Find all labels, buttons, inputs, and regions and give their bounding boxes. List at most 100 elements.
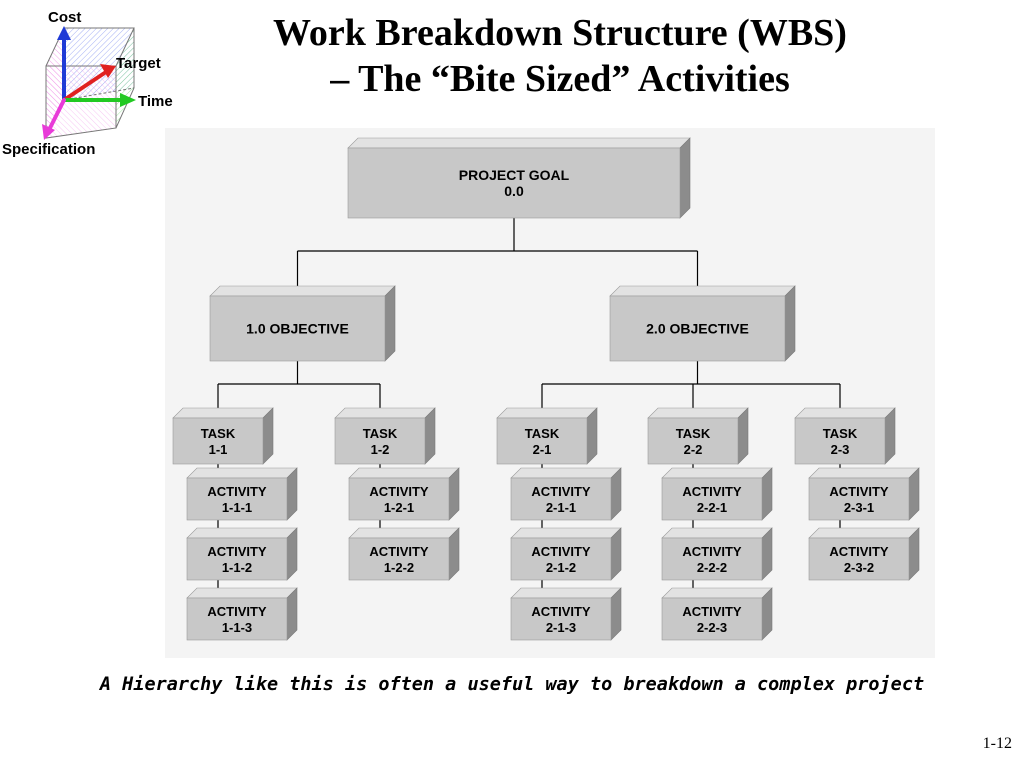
box-top-face bbox=[186, 527, 298, 539]
box-front-face bbox=[496, 417, 588, 465]
box-side-face bbox=[784, 285, 796, 362]
box-label-line-1: ACTIVITY bbox=[531, 604, 591, 619]
box-label-line-2: 1-2 bbox=[371, 442, 390, 457]
box-label-line-1: TASK bbox=[363, 426, 398, 441]
box-label-line-1: ACTIVITY bbox=[829, 484, 889, 499]
box-label-line-2: 2-1-2 bbox=[546, 560, 576, 575]
box-label: 1.0 OBJECTIVE bbox=[246, 321, 349, 337]
box-label-line-1: TASK bbox=[823, 426, 858, 441]
cost-label: Cost bbox=[48, 9, 82, 26]
box-front-face bbox=[172, 417, 264, 465]
box-front-face bbox=[808, 477, 910, 521]
box-label-line-1: ACTIVITY bbox=[682, 544, 742, 559]
box-label-line-1: ACTIVITY bbox=[531, 484, 591, 499]
box-label-line-2: 1-1-2 bbox=[222, 560, 252, 575]
box-top-face bbox=[808, 467, 920, 479]
box-side-face bbox=[424, 407, 436, 465]
box-front-face bbox=[510, 597, 612, 641]
box-label-line-2: 2-1-1 bbox=[546, 500, 576, 515]
box-top-face bbox=[661, 467, 773, 479]
box-label-line-2: 2-3 bbox=[831, 442, 850, 457]
box-label-line-1: ACTIVITY bbox=[369, 544, 429, 559]
box-label-line-1: ACTIVITY bbox=[207, 484, 267, 499]
box-side-face bbox=[262, 407, 274, 465]
box-top-face bbox=[347, 137, 691, 149]
box-front-face bbox=[794, 417, 886, 465]
box-front-face bbox=[347, 147, 681, 219]
box-label-line-2: 1-1 bbox=[209, 442, 228, 457]
box-label-line-1: ACTIVITY bbox=[207, 604, 267, 619]
box-label-line-1: ACTIVITY bbox=[531, 544, 591, 559]
box-label-line-2: 2-1 bbox=[533, 442, 552, 457]
box-label-line-1: ACTIVITY bbox=[369, 484, 429, 499]
box-front-face bbox=[348, 537, 450, 581]
box-label-line-2: 2-1-3 bbox=[546, 620, 576, 635]
box-front-face bbox=[334, 417, 426, 465]
box-top-face bbox=[496, 407, 598, 419]
box-top-face bbox=[334, 407, 436, 419]
target-label: Target bbox=[116, 55, 161, 72]
specification-label: Specification bbox=[2, 141, 96, 158]
box-label-line-2: 1-2-1 bbox=[384, 500, 414, 515]
box-front-face bbox=[510, 537, 612, 581]
box-label-line-2: 1-2-2 bbox=[384, 560, 414, 575]
box-front-face bbox=[209, 295, 386, 362]
box-front-face bbox=[609, 295, 786, 362]
box-top-face bbox=[661, 527, 773, 539]
box-front-face bbox=[661, 477, 763, 521]
box-front-face bbox=[510, 477, 612, 521]
box-front-face bbox=[661, 537, 763, 581]
box-label-line-2: 1-1-3 bbox=[222, 620, 252, 635]
objective-box: 1.0 OBJECTIVE bbox=[209, 285, 396, 362]
box-label-line-1: TASK bbox=[525, 426, 560, 441]
slide-title: Work Breakdown Structure (WBS) – The “Bi… bbox=[200, 10, 920, 102]
box-label-line-2: 0.0 bbox=[504, 183, 524, 199]
box-label-line-2: 2-3-2 bbox=[844, 560, 874, 575]
box-top-face bbox=[186, 587, 298, 599]
box-label-line-1: TASK bbox=[201, 426, 236, 441]
cost-target-time-logo: Cost Target Time Specification bbox=[0, 0, 200, 165]
box-top-face bbox=[661, 587, 773, 599]
box-top-face bbox=[808, 527, 920, 539]
box-top-face bbox=[186, 467, 298, 479]
box-label-line-2: 1-1-1 bbox=[222, 500, 252, 515]
slide-caption: A Hierarchy like this is often a useful … bbox=[99, 674, 925, 695]
box-label-line-1: TASK bbox=[676, 426, 711, 441]
box-side-face bbox=[884, 407, 896, 465]
box-top-face bbox=[609, 285, 796, 297]
box-label-line-1: PROJECT GOAL bbox=[459, 167, 570, 183]
box-label-line-2: 2-2-2 bbox=[697, 560, 727, 575]
box-front-face bbox=[186, 597, 288, 641]
box-top-face bbox=[172, 407, 274, 419]
box-label-line-2: 2-2 bbox=[684, 442, 703, 457]
box-top-face bbox=[794, 407, 896, 419]
box-front-face bbox=[348, 477, 450, 521]
slide-title-line-2: – The “Bite Sized” Activities bbox=[330, 58, 790, 100]
box-side-face bbox=[737, 407, 749, 465]
box-top-face bbox=[510, 467, 622, 479]
box-front-face bbox=[647, 417, 739, 465]
box-label-line-2: 2-3-1 bbox=[844, 500, 874, 515]
box-label: 2.0 OBJECTIVE bbox=[646, 321, 749, 337]
slide-title-line-1: Work Breakdown Structure (WBS) bbox=[273, 12, 847, 54]
box-front-face bbox=[186, 537, 288, 581]
axis-cube-icon bbox=[42, 26, 136, 140]
box-label-line-2: 2-2-3 bbox=[697, 620, 727, 635]
box-side-face bbox=[586, 407, 598, 465]
